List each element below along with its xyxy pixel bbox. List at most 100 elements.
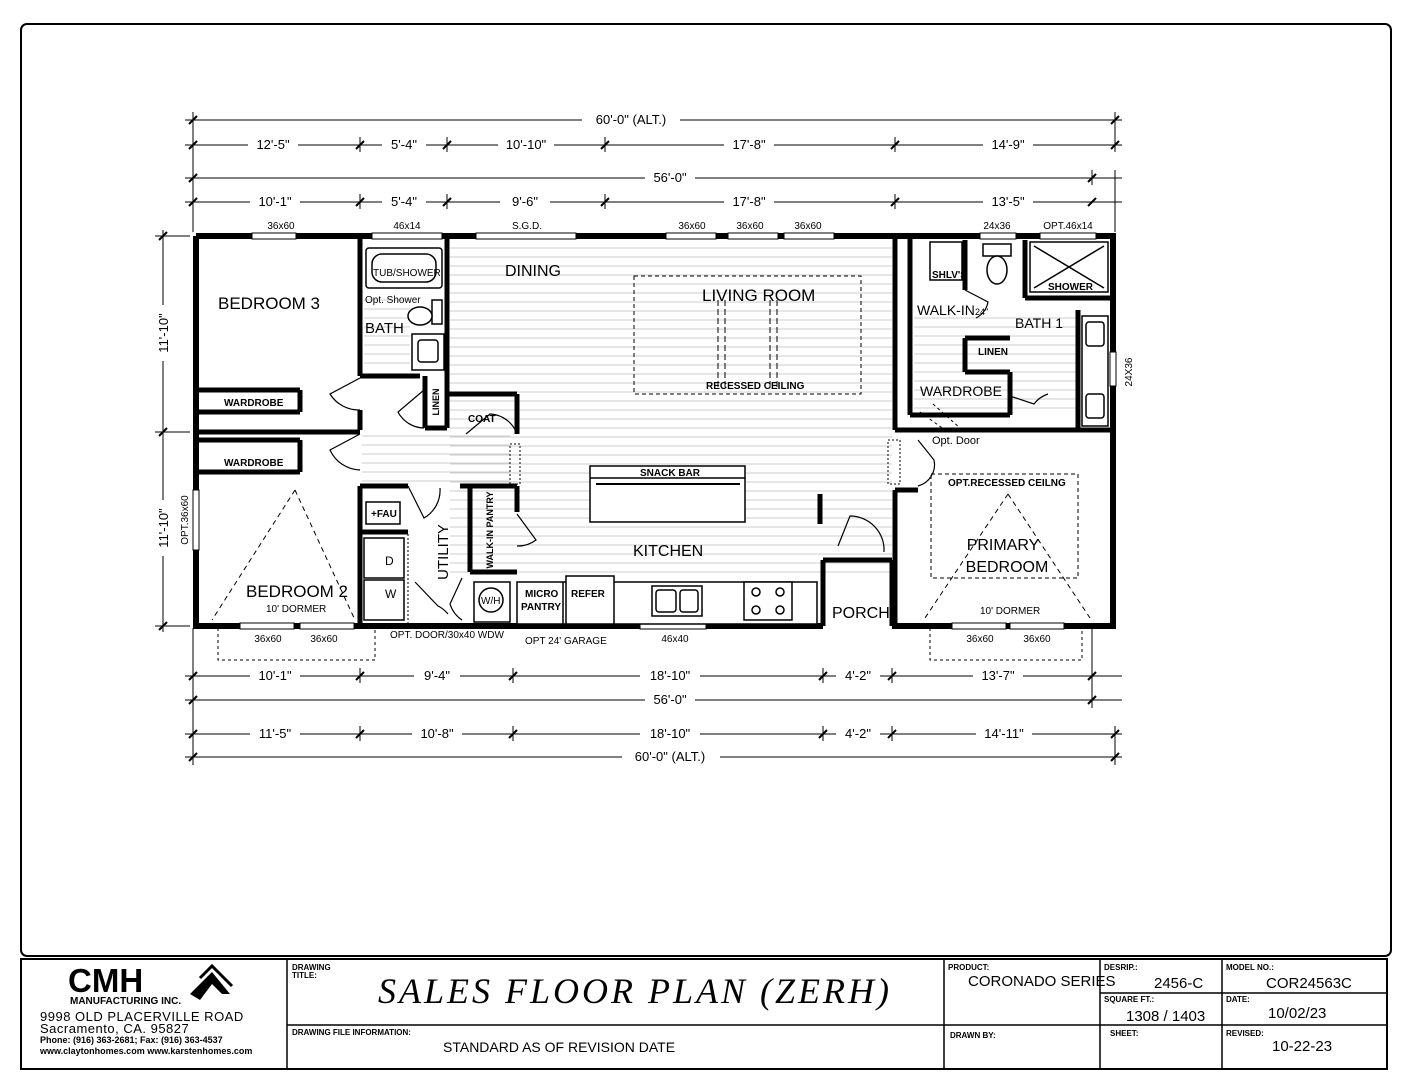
doors [329, 289, 1049, 621]
laundry-outline [359, 533, 409, 625]
product-value: CORONADO SERIES [968, 973, 1116, 990]
window-label: 36x60 [794, 221, 822, 232]
window-label: 36x60 [966, 634, 994, 645]
room-label-bath: BATH [365, 320, 404, 337]
room-label-opt-garage: OPT 24' GARAGE [525, 636, 607, 647]
room-label-fau: +FAU [371, 509, 397, 520]
room-label-d: D [385, 554, 394, 568]
phone-line: Phone: (916) 363-2681; Fax: (916) 363-45… [40, 1035, 223, 1045]
title-block-border [20, 958, 1388, 1070]
product-label: PRODUCT: [948, 963, 990, 972]
window-label-right: 24X36 [1124, 357, 1135, 386]
room-label-wardrobe: WARDROBE [224, 398, 284, 409]
file-info-label: DRAWING FILE INFORMATION: [292, 1028, 411, 1037]
room-label-shlvs: SHLV'S [932, 270, 967, 281]
room-label-bedroom2: BEDROOM 2 [246, 582, 348, 601]
dim-bot1-e: 13'-7" [981, 668, 1015, 683]
bottom-dim-ticks [188, 671, 1120, 762]
room-label-recessed: RECESSED CEILING [706, 381, 805, 392]
address-line1: 9998 OLD PLACERVILLE ROAD [40, 1009, 244, 1024]
window-label: 46x14 [393, 221, 421, 232]
company-logo-text: CMH [68, 962, 143, 999]
room-label-linen2: LINEN [978, 347, 1008, 358]
model-value: COR24563C [1266, 975, 1352, 992]
dim-bot2-c: 18'-10" [650, 726, 691, 741]
dim-top2-b: 5'-4" [391, 194, 417, 209]
room-label-coat: COAT [468, 414, 496, 425]
room-label-opt-door-wdw: OPT. DOOR/30x40 WDW [390, 630, 504, 641]
sqft-value: 1308 / 1403 [1126, 1008, 1206, 1025]
top-dim-ticks [188, 115, 1120, 207]
room-label-primary-dormer: 10' DORMER [980, 606, 1040, 617]
room-label-bedroom3: BEDROOM 3 [218, 294, 320, 313]
room-label-utility: UTILITY [435, 524, 452, 580]
dim-top-alt: 60'-0" (ALT.) [596, 112, 666, 127]
dim-bot2-e: 14'-11" [984, 726, 1024, 741]
date-value: 10/02/23 [1268, 1005, 1327, 1022]
dim-top-56: 56'-0" [653, 170, 687, 185]
room-label-opt-recessed: OPT.RECESSED CEILNG [948, 478, 1066, 489]
room-label-w: W [385, 587, 397, 601]
web-line: www.claytonhomes.com www.karstenhomes.co… [40, 1046, 253, 1056]
ceiling-fan-lines [717, 300, 778, 388]
house-logo-icon [190, 972, 230, 1000]
dim-left-lower: 11'-10" [156, 508, 171, 548]
window-label: 36x60 [678, 221, 706, 232]
room-label-pantry: PANTRY [521, 602, 561, 613]
dim-bot-56: 56'-0" [653, 692, 687, 707]
dim-left-upper: 11'-10" [156, 313, 171, 353]
room-label-primary: PRIMARY [967, 537, 1040, 554]
dim-bot1-b: 9'-4" [424, 668, 450, 683]
window-label: 36x60 [254, 634, 282, 645]
window-label: 24x36 [983, 221, 1011, 232]
room-label-shower: SHOWER [1048, 282, 1094, 293]
desrip-value: 2456-C [1154, 975, 1204, 992]
room-label-wardrobe2: WARDROBE [920, 383, 1002, 399]
dim-top1-c: 10'-10" [506, 137, 547, 152]
dim-top1-d: 17'-8" [732, 137, 766, 152]
dim-top1-b: 5'-4" [391, 137, 417, 152]
room-label-opt-shower: Opt. Shower [365, 295, 421, 306]
recessed-ceiling-outline [633, 275, 1079, 579]
room-label-micro: MICRO [525, 589, 559, 600]
room-label-wardrobe: WARDROBE [224, 458, 284, 469]
cmh-logo: CMH MANUFACTURING INC. [68, 962, 234, 1007]
window-label: 36x60 [1023, 634, 1051, 645]
room-label-linen: LINEN [431, 389, 441, 416]
drawing-title: SALES FLOOR PLAN (ZERH) [378, 971, 892, 1011]
room-label-walk-in: WALK-IN [917, 302, 975, 318]
file-info: STANDARD AS OF REVISION DATE [443, 1039, 676, 1055]
window-label: OPT.46x14 [1043, 221, 1093, 232]
room-label-walk-in-24: 24" [975, 307, 988, 317]
sheet-border [20, 23, 1392, 957]
date-label: DATE: [1226, 995, 1250, 1004]
room-label-living-room: LIVING ROOM [702, 286, 815, 305]
room-label-dining: DINING [505, 263, 561, 280]
left-dimensions [155, 230, 190, 632]
dormer-outlines [217, 628, 1083, 661]
sheet-label: SHEET: [1110, 1029, 1139, 1038]
dim-top1-e: 14'-9" [991, 137, 1025, 152]
room-label-kitchen: KITCHEN [633, 543, 703, 560]
desrip-label: DESRIP.: [1104, 963, 1138, 972]
opt-door-dashed [919, 403, 961, 431]
room-label-tub: TUB/SHOWER [373, 268, 441, 279]
interior-walls [196, 236, 1113, 626]
dim-bot1-a: 10'-1" [258, 668, 292, 683]
room-label-porch: PORCH [832, 605, 890, 622]
dim-top2-c: 9'-6" [512, 194, 538, 209]
dim-top1-a: 12'-5" [256, 137, 290, 152]
fixtures [363, 241, 1109, 625]
window-label-left: OPT.36x60 [180, 495, 191, 545]
revised-value: 10-22-23 [1272, 1038, 1333, 1055]
room-label-primary-bedroom: BEDROOM [966, 559, 1049, 576]
window-label: 36x60 [736, 221, 764, 232]
room-label-refer: REFER [571, 589, 606, 600]
model-label: MODEL NO.: [1226, 963, 1274, 972]
drawn-by-label: DRAWN BY: [950, 1031, 996, 1040]
dim-bot2-a: 11'-5" [259, 726, 292, 741]
address-line2: Sacramento, CA. 95827 [40, 1021, 190, 1036]
vault-lines [211, 489, 1091, 621]
room-label-snack-bar: SNACK BAR [640, 468, 701, 479]
